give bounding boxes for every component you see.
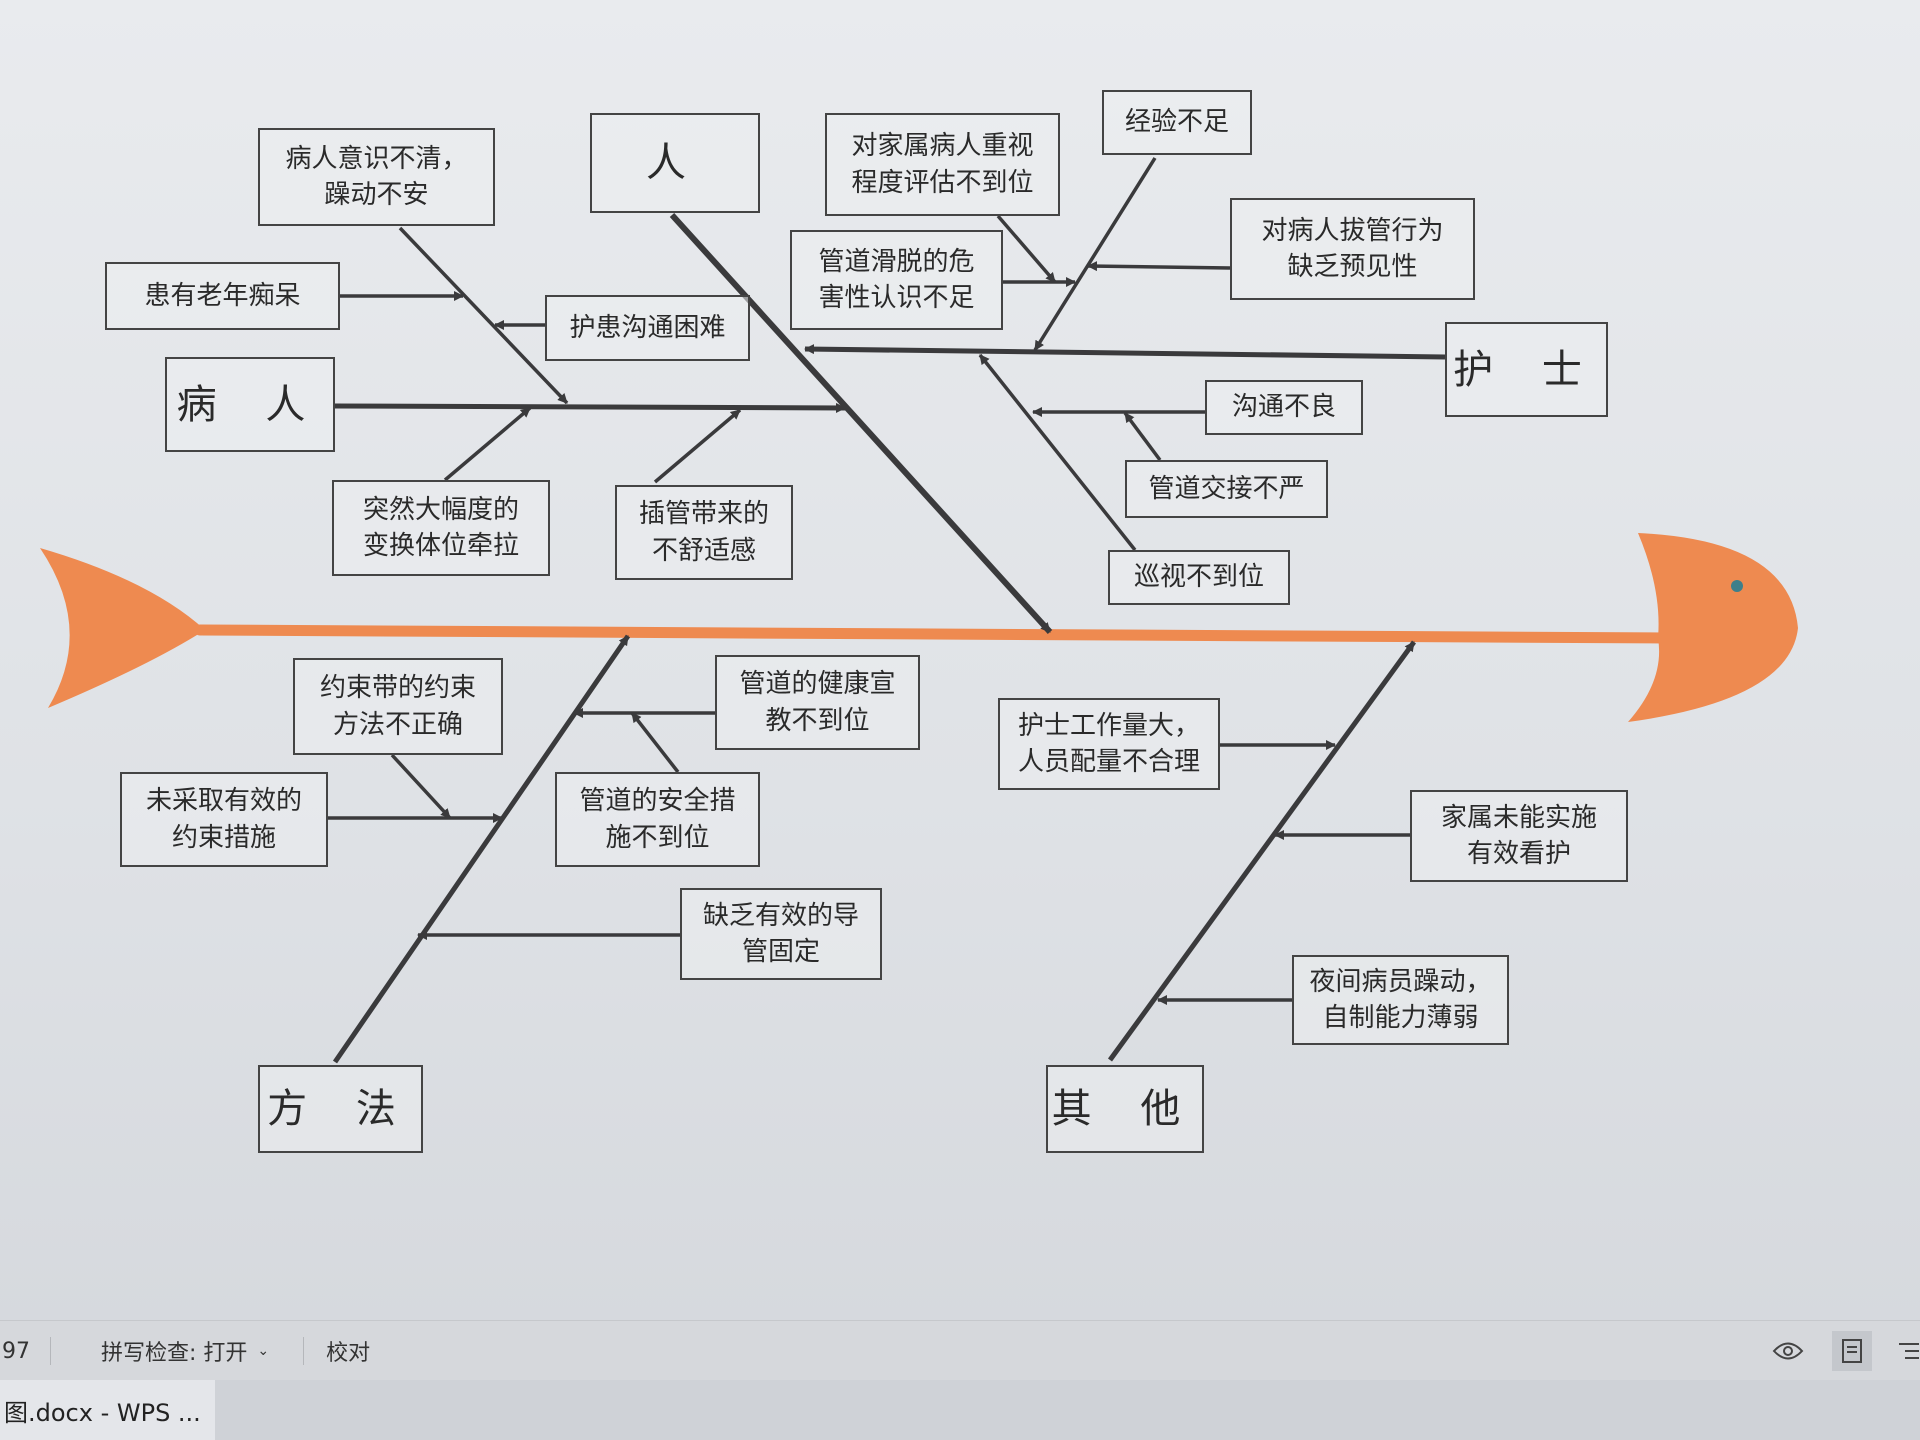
category-method: 方 法 bbox=[258, 1065, 423, 1153]
cause-method-3: 未采取有效的 约束措施 bbox=[120, 772, 328, 867]
outline-view-icon[interactable] bbox=[1896, 1331, 1920, 1371]
sub-nurse-6 bbox=[1123, 411, 1162, 462]
category-other: 其 他 bbox=[1046, 1065, 1204, 1153]
proofread-button[interactable]: 校对 bbox=[326, 1341, 371, 1366]
fishbone-diagram: 病 人 人 护 士 方 法 其 他 病人意识不清， 躁动不安 患有老年痴呆 护患… bbox=[40, 90, 1798, 1153]
cause-patient-4: 突然大幅度的 变换体位牵拉 bbox=[332, 480, 550, 576]
sub-patient-4 bbox=[443, 406, 532, 482]
fish-spine bbox=[194, 624, 1671, 644]
bone-method bbox=[332, 634, 631, 1064]
status-divider bbox=[303, 1337, 305, 1365]
sub-method-1 bbox=[390, 753, 452, 820]
cause-patient-5: 插管带来的 不舒适感 bbox=[615, 485, 793, 580]
fish-tail bbox=[40, 548, 205, 708]
bone-other bbox=[1107, 640, 1417, 1062]
cause-method-5: 缺乏有效的导 管固定 bbox=[680, 888, 882, 980]
cause-nurse-3: 管道滑脱的危 害性认识不足 bbox=[790, 230, 1003, 330]
cause-method-2: 管道的健康宣 教不到位 bbox=[715, 655, 920, 750]
cause-nurse-1: 对家属病人重视 程度评估不到位 bbox=[825, 113, 1060, 216]
taskbar: 图.docx - WPS ... bbox=[0, 1380, 1920, 1440]
sub-nurse-4 bbox=[1087, 261, 1231, 272]
page-view-icon[interactable] bbox=[1832, 1331, 1872, 1371]
cause-patient-1: 病人意识不清， 躁动不安 bbox=[258, 128, 495, 226]
cause-other-2: 家属未能实施 有效看护 bbox=[1410, 790, 1628, 882]
cause-nurse-2: 经验不足 bbox=[1102, 90, 1252, 155]
eye-icon[interactable] bbox=[1768, 1331, 1808, 1371]
status-bar: 97 拼写检查: 打开 ⌄ 校对 bbox=[0, 1320, 1920, 1381]
cause-nurse-7: 巡视不到位 bbox=[1108, 550, 1290, 605]
fishbone-lines bbox=[40, 157, 1798, 1064]
cause-patient-2: 患有老年痴呆 bbox=[105, 262, 340, 330]
cause-other-3: 夜间病员躁动， 自制能力薄弱 bbox=[1292, 955, 1509, 1045]
spellcheck-label: 拼写检查: 打开 bbox=[101, 1341, 248, 1366]
bone-nurse bbox=[804, 344, 1446, 360]
sub-nurse-2 bbox=[1033, 157, 1157, 351]
taskbar-document-title: 图.docx - WPS ... bbox=[4, 1398, 201, 1427]
cause-patient-3: 护患沟通困难 bbox=[545, 295, 750, 361]
cause-other-1: 护士工作量大， 人员配量不合理 bbox=[998, 698, 1220, 790]
sub-nurse-7 bbox=[978, 353, 1137, 552]
chevron-down-icon: ⌄ bbox=[257, 1343, 270, 1359]
category-patient: 病 人 bbox=[165, 357, 335, 452]
status-divider bbox=[50, 1337, 51, 1365]
cause-nurse-5: 沟通不良 bbox=[1205, 380, 1363, 435]
cause-nurse-6: 管道交接不严 bbox=[1125, 460, 1328, 518]
sub-nurse-1 bbox=[996, 214, 1057, 284]
fish-eye bbox=[1731, 580, 1743, 592]
sub-patient-1 bbox=[398, 226, 569, 405]
cause-method-1: 约束带的约束 方法不正确 bbox=[293, 658, 503, 755]
bone-person bbox=[669, 212, 1053, 635]
spellcheck-toggle[interactable]: 拼写检查: 打开 ⌄ bbox=[101, 1335, 269, 1367]
category-nurse: 护 士 bbox=[1445, 322, 1608, 417]
cause-nurse-4: 对病人拔管行为 缺乏预见性 bbox=[1230, 198, 1475, 300]
category-person: 人 bbox=[590, 113, 760, 213]
sub-method-4 bbox=[630, 711, 680, 774]
taskbar-document-button[interactable]: 图.docx - WPS ... bbox=[0, 1380, 215, 1440]
cause-method-4: 管道的安全措 施不到位 bbox=[555, 772, 760, 867]
bone-patient bbox=[334, 402, 846, 413]
fish-head bbox=[1628, 533, 1798, 722]
sub-patient-5 bbox=[653, 408, 742, 484]
page-indicator[interactable]: 97 bbox=[2, 1338, 30, 1364]
